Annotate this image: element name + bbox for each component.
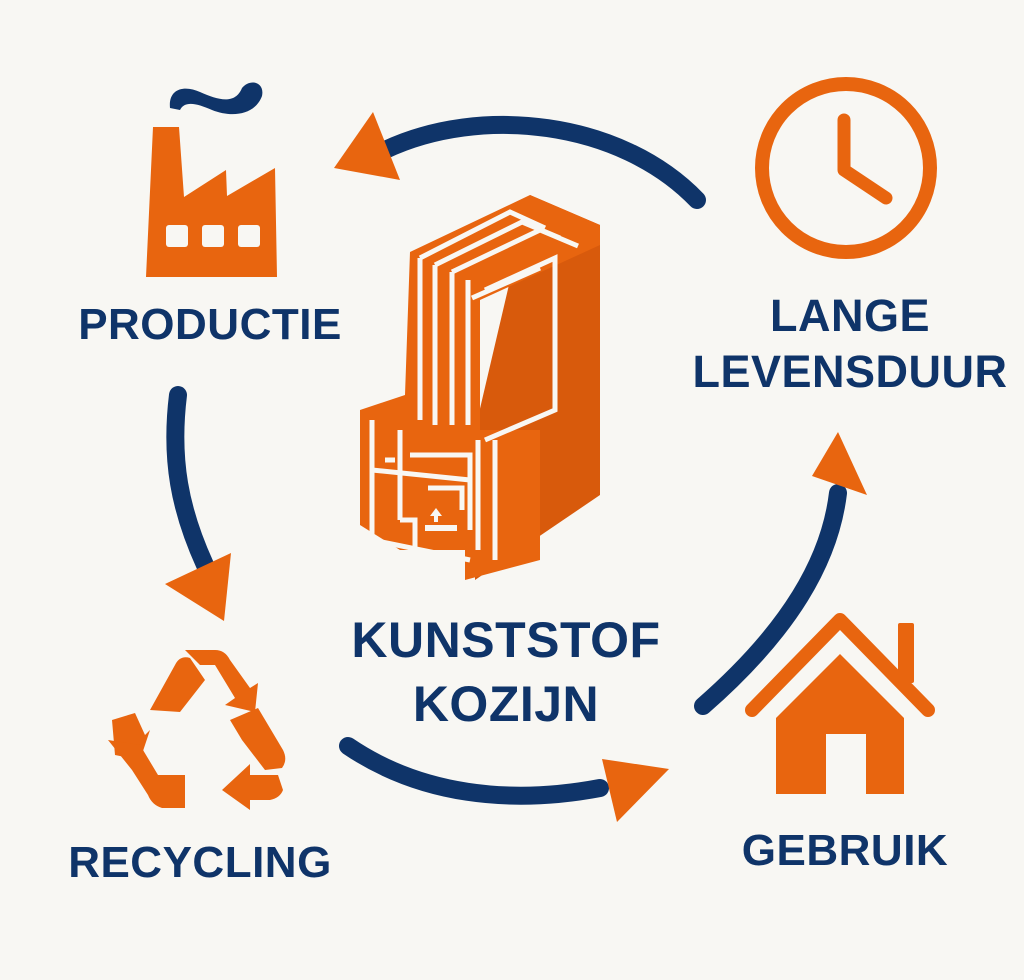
arrowhead-icon (165, 553, 231, 621)
chimney-icon (898, 623, 914, 683)
arrow-levensduur-to-productie (334, 112, 706, 209)
stage-label-recycling: RECYCLING (68, 838, 332, 887)
arrowhead-icon (602, 759, 669, 822)
stage-label-productie: PRODUCTIE (78, 300, 342, 349)
center-title-line1: KUNSTSTOF (351, 612, 661, 668)
stage-label-line: LEVENSDUUR (692, 346, 1008, 397)
stage-label-line: LANGE (770, 290, 930, 341)
arrowhead-icon (812, 432, 867, 495)
center-title-line2: KOZIJN (412, 676, 600, 732)
arrow-recycling-to-gebruik (339, 737, 669, 822)
recycle-icon (108, 650, 286, 810)
arrow-gebruik-to-levensduur (694, 432, 867, 715)
window-frame-profile-icon (360, 195, 600, 580)
up-arrow-icon (430, 508, 442, 522)
stage-label-gebruik: GEBRUIK (741, 826, 949, 875)
factory-icon (146, 82, 277, 277)
clock-icon (755, 77, 937, 259)
smoke-icon (169, 82, 263, 115)
stage-label-lange-levensduur: LANGE LEVENSDUUR (680, 288, 1020, 400)
center-title: KUNSTSTOF KOZIJN (322, 608, 690, 736)
arrowhead-icon (334, 112, 400, 180)
arrow-productie-to-recycling (165, 386, 231, 621)
house-icon (745, 613, 935, 794)
